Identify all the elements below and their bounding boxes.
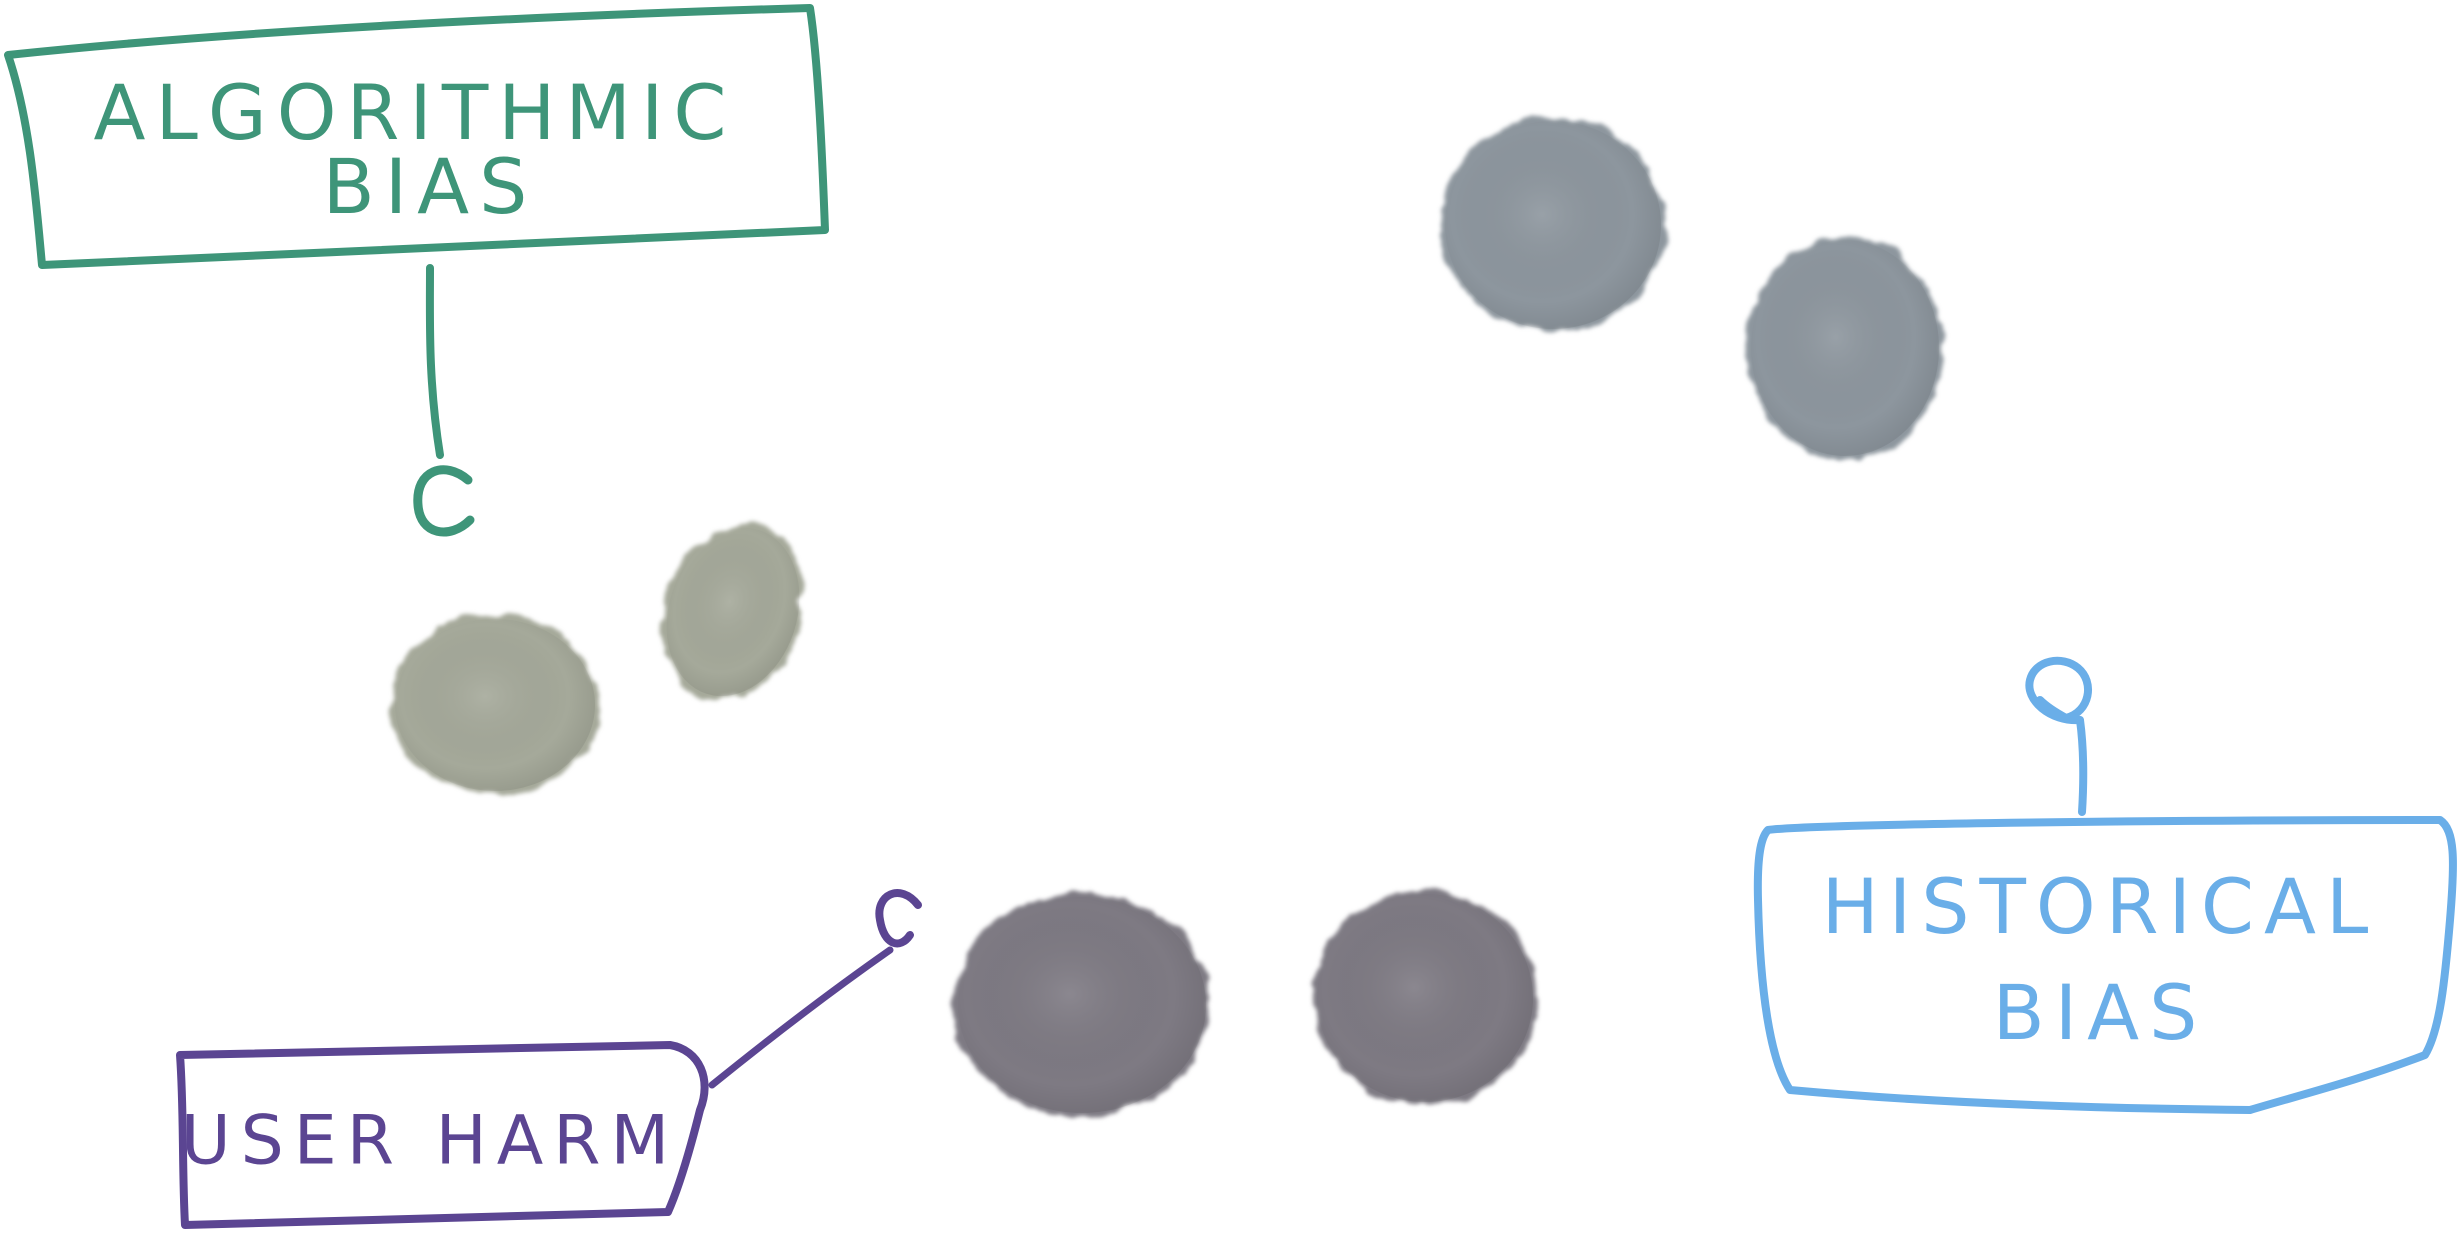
loop-icon [2025, 656, 2092, 725]
user-harm-group: USER HARM [176, 889, 922, 1229]
historical-bias-connector [2076, 716, 2088, 816]
algorithmic-bias-label-line2: BIAS [323, 142, 538, 231]
c-hook-icon [413, 465, 475, 537]
blob-slate-2 [1747, 236, 1943, 460]
blob-purple-2 [1313, 890, 1537, 1106]
c-hook-icon [875, 889, 922, 948]
algorithmic-bias-box [4, 4, 829, 269]
algorithmic-bias-label-line1: ALGORITHMIC [94, 68, 737, 157]
blob-green-1 [390, 615, 600, 795]
historical-bias-box [1753, 816, 2457, 1114]
algorithmic-bias-group: ALGORITHMIC BIAS [4, 4, 829, 537]
watercolor-blobs [390, 117, 1943, 1117]
blob-green-2 [662, 523, 804, 701]
user-harm-label: USER HARM [181, 1102, 679, 1181]
historical-bias-label-line2: BIAS [1993, 968, 2208, 1057]
algorithmic-bias-connector [425, 264, 444, 459]
historical-bias-label-line1: HISTORICAL [1822, 862, 2379, 951]
user-harm-box [176, 1041, 709, 1229]
historical-bias-group: HISTORICAL BIAS [1753, 656, 2457, 1114]
user-harm-connector [708, 946, 894, 1089]
blob-slate-1 [1441, 117, 1665, 333]
blob-purple-1 [954, 893, 1210, 1117]
